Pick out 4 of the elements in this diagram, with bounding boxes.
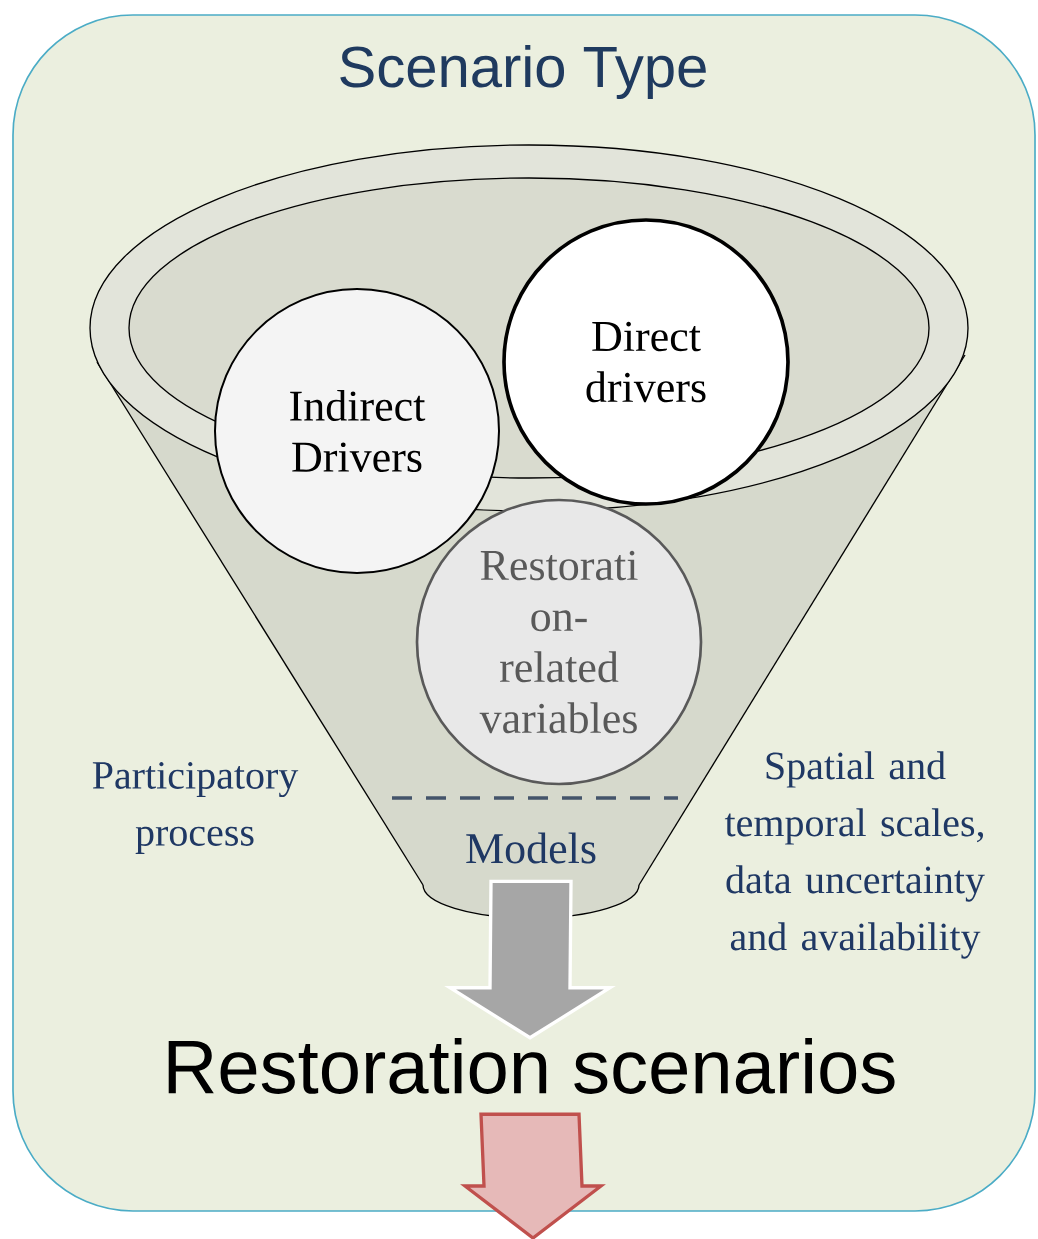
- result-text: Restoration scenarios: [168, 1038, 895, 1094]
- block-arrow: [444, 879, 616, 1040]
- side-note: Participatory process: [92, 762, 299, 854]
- block-arrow: [460, 1112, 606, 1239]
